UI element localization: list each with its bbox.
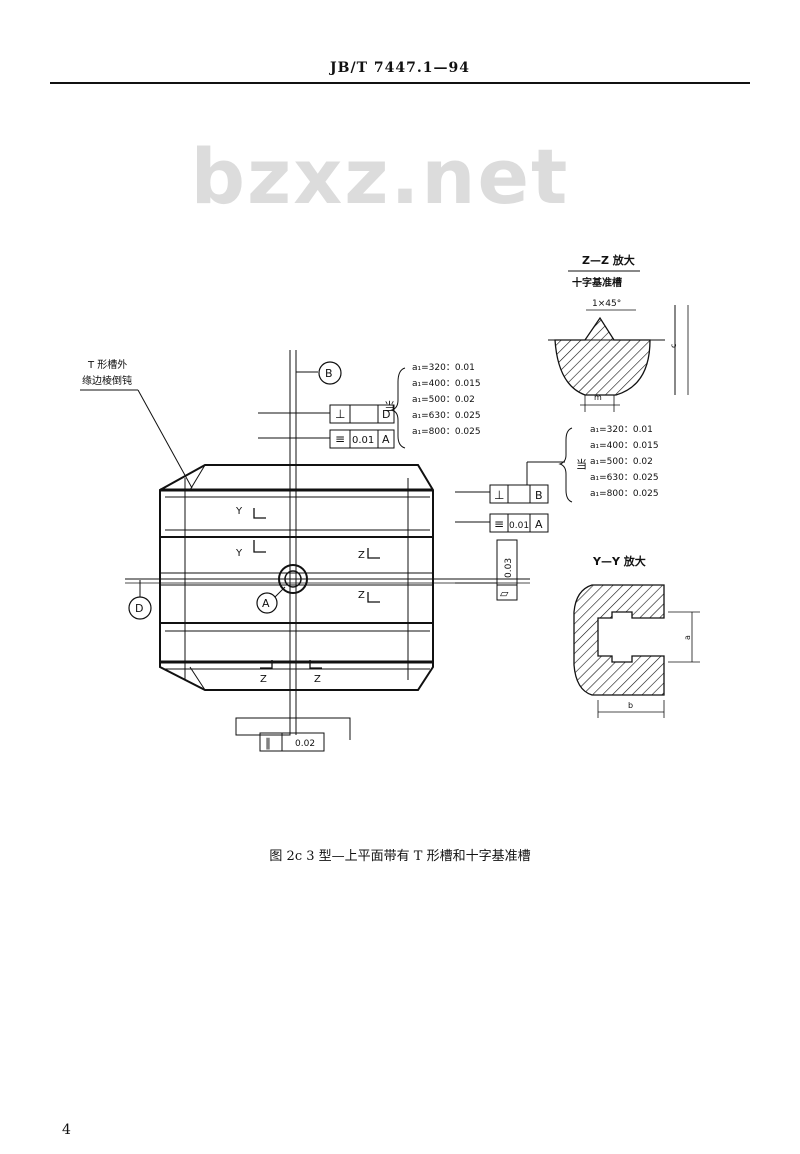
datum-d-label: D	[135, 602, 143, 615]
condition-left-3: a₁=500：0.02	[412, 395, 475, 405]
condition-right-2: a₁=400：0.015	[590, 441, 659, 451]
condition-right-5: a₁=800：0.025	[590, 489, 659, 499]
section-z-label-1: Z	[358, 550, 365, 561]
page-number: 4	[62, 1122, 71, 1138]
top-perp-datum: D	[382, 408, 390, 421]
condition-left-2: a₁=400：0.015	[412, 379, 481, 389]
datum-a-label: A	[262, 597, 270, 610]
condition-right-4: a₁=630：0.025	[590, 473, 659, 483]
dang-right: 当	[576, 457, 587, 471]
t-slot-note-line1: T 形槽外	[87, 358, 127, 371]
section-markers	[253, 508, 380, 669]
right-flat-symbol: ▱	[500, 587, 509, 600]
top-sym-datum: A	[382, 433, 390, 446]
conditions-left: a₁=320：0.01 a₁=400：0.015 a₁=500：0.02 a₁=…	[412, 363, 481, 437]
datum-a	[256, 586, 286, 614]
standard-number-header: JB/T 7447.1—94	[330, 60, 470, 76]
watermark: bzxz.net	[190, 132, 570, 221]
plate-top-view	[125, 350, 530, 735]
yy-detail: Y—Y 放大 a b	[573, 554, 700, 718]
right-sym-value: 0.01	[509, 521, 529, 531]
dang-left: 当	[384, 399, 395, 413]
right-flat-value: 0.03	[504, 558, 514, 578]
top-tolerance-frames	[258, 367, 406, 449]
chamfer-label: 1×45°	[592, 299, 621, 309]
condition-right-1: a₁=320：0.01	[590, 425, 653, 435]
condition-left-5: a₁=800：0.025	[412, 427, 481, 437]
zz-detail: Z—Z 放大 十字基准槽 1×45° m c	[548, 253, 689, 412]
right-sym-datum: A	[535, 518, 543, 531]
zz-title: Z—Z 放大	[582, 253, 635, 267]
zz-dim-c: c	[669, 344, 678, 348]
condition-left-4: a₁=630：0.025	[412, 411, 481, 421]
condition-right-3: a₁=500：0.02	[590, 457, 653, 467]
condition-left-1: a₁=320：0.01	[412, 363, 475, 373]
top-sym-symbol: ≡	[335, 432, 345, 446]
yy-dim-a: a	[683, 635, 692, 640]
t-slot-note-line2: 缘边棱倒钝	[82, 374, 132, 387]
bottom-par-symbol: ∥	[265, 736, 271, 750]
datum-b-label: B	[325, 367, 333, 380]
right-perp-datum: B	[535, 489, 543, 502]
bottom-tolerance-frame	[235, 690, 351, 752]
right-perp-symbol: ⊥	[494, 488, 504, 502]
section-z-label-4: Z	[314, 674, 321, 685]
bottom-par-value: 0.02	[295, 739, 315, 749]
top-sym-value: 0.01	[352, 435, 374, 446]
section-y-label-1: Y	[235, 506, 243, 517]
zz-subtitle: 十字基准槽	[572, 276, 622, 289]
zz-dim-m: m	[594, 393, 602, 402]
right-tolerance-frames	[455, 427, 573, 601]
header-rule	[50, 82, 750, 84]
yy-title: Y—Y 放大	[592, 554, 646, 568]
conditions-right: a₁=320：0.01 a₁=400：0.015 a₁=500：0.02 a₁=…	[590, 425, 659, 499]
section-z-label-3: Z	[260, 674, 267, 685]
top-perp-symbol: ⊥	[335, 407, 345, 421]
t-slot-note: T 形槽外 缘边棱倒钝	[80, 358, 193, 489]
right-sym-symbol: ≡	[494, 517, 504, 531]
section-z-label-2: Z	[358, 590, 365, 601]
figure-caption: 图 2c 3 型—上平面带有 T 形槽和十字基准槽	[269, 849, 531, 864]
datum-b	[296, 361, 342, 385]
datum-d	[128, 580, 152, 620]
section-y-label-2: Y	[235, 548, 243, 559]
yy-dim-b: b	[628, 701, 633, 710]
